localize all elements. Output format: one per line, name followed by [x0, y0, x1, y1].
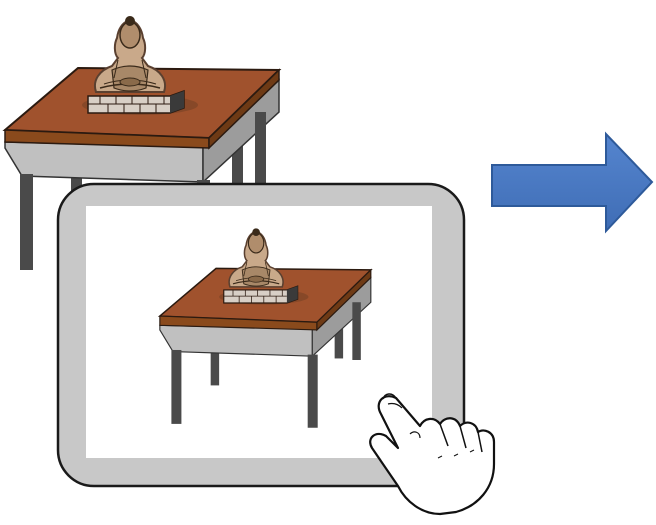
arrow-right-icon — [491, 131, 654, 234]
pointing-hand-icon — [369, 393, 496, 516]
